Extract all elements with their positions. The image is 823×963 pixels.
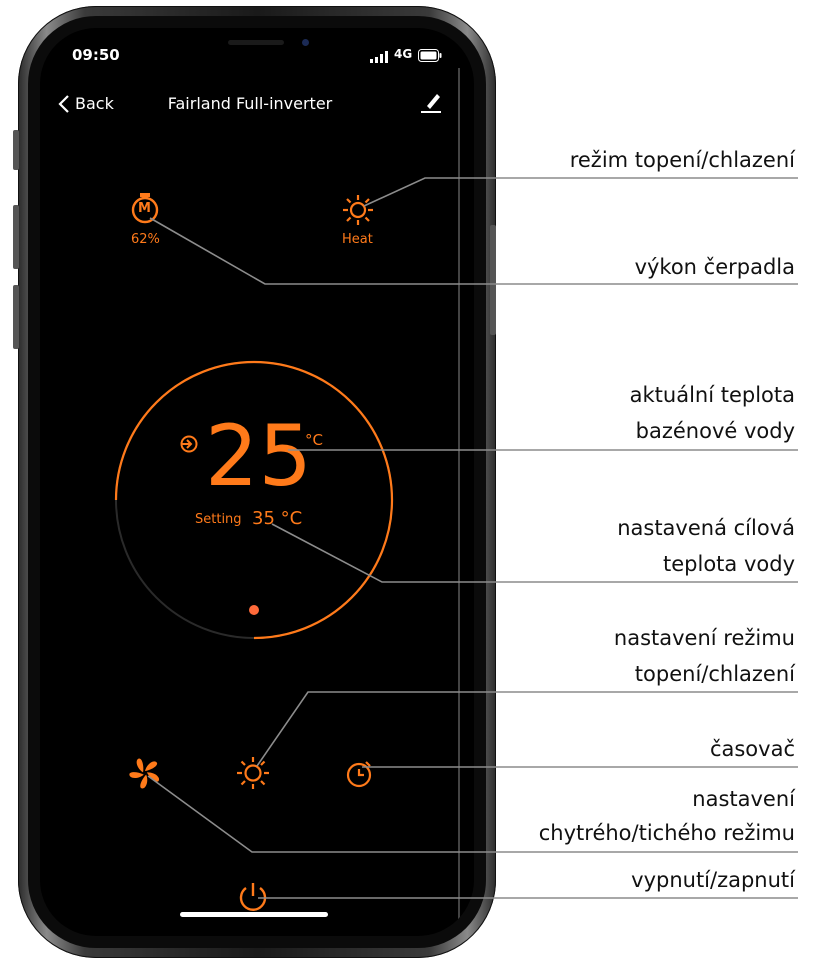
speaker-grille: [228, 40, 284, 45]
scroll-indicator: [458, 68, 460, 924]
chevron-left-icon: [58, 94, 70, 118]
dial-ring: [114, 360, 394, 640]
network-label: 4G: [394, 47, 413, 61]
pump-value: 62%: [131, 232, 160, 247]
edit-button[interactable]: [419, 90, 443, 114]
sun-icon: [342, 194, 374, 230]
setting-value: 35 °C: [252, 508, 303, 529]
side-power-button: [490, 225, 496, 335]
current-temperature: 25: [205, 407, 312, 505]
mode-indicator[interactable]: Heat: [338, 194, 378, 254]
mode-setting-button[interactable]: [236, 756, 270, 790]
annotation-current-temp-2: bazénové vody: [635, 419, 795, 443]
annotation-mode: režim topení/chlazení: [569, 148, 795, 172]
back-label: Back: [75, 94, 114, 113]
annotation-setting-2: teplota vody: [663, 552, 795, 576]
callout-line-mode-setting: [256, 691, 798, 767]
annotation-mode-setting-1: nastavení režimu: [613, 626, 795, 650]
fan-icon: [128, 758, 162, 794]
timer-icon: [342, 761, 376, 794]
temperature-dial[interactable]: [112, 358, 396, 642]
setting-label: Setting: [195, 512, 242, 527]
annotation-current-temp-1: aktuální teplota: [629, 383, 795, 407]
current-temp-icon: [178, 433, 200, 459]
motor-m-icon: [129, 192, 161, 228]
annotation-mode-setting-2: topení/chlazení: [634, 662, 795, 686]
page-title: Fairland Full-inverter: [167, 94, 333, 113]
pump-power-indicator[interactable]: M 62%: [126, 192, 166, 254]
home-indicator: [180, 912, 328, 917]
pump-letter: M: [138, 201, 151, 216]
annotation-pump: výkon čerpadla: [634, 255, 795, 279]
timer-button[interactable]: [342, 756, 376, 790]
power-button[interactable]: [236, 880, 270, 914]
annotation-timer: časovač: [709, 737, 795, 761]
current-temp-unit: °C: [305, 431, 323, 449]
front-camera: [302, 39, 309, 46]
mode-value: Heat: [342, 232, 373, 247]
smart-silent-button[interactable]: [128, 756, 162, 790]
battery-icon: [418, 47, 442, 62]
annotation-smart-silent-1: nastavení: [692, 787, 795, 811]
annotation-setting-1: nastavená cílová: [617, 516, 795, 540]
pencil-icon: [419, 94, 443, 118]
status-time: 09:50: [72, 46, 120, 64]
callout-line-setting: [271, 523, 798, 583]
volume-down-button: [13, 285, 19, 349]
back-button[interactable]: Back: [58, 92, 128, 116]
callout-line-mode: [363, 177, 798, 207]
volume-up-button: [13, 205, 19, 269]
callout-line-smart-silent: [147, 775, 798, 853]
signal-icon: [370, 48, 388, 63]
silent-switch: [13, 130, 19, 170]
annotation-power: vypnutí/zapnutí: [631, 868, 795, 892]
callout-line-pump: [149, 217, 798, 285]
app-screen: 09:50 4G Back Fairland Full-inverter M 6…: [40, 28, 474, 936]
sun-icon: [236, 757, 270, 794]
power-icon: [236, 883, 270, 918]
annotation-smart-silent-2: chytrého/tichého režimu: [538, 821, 795, 845]
